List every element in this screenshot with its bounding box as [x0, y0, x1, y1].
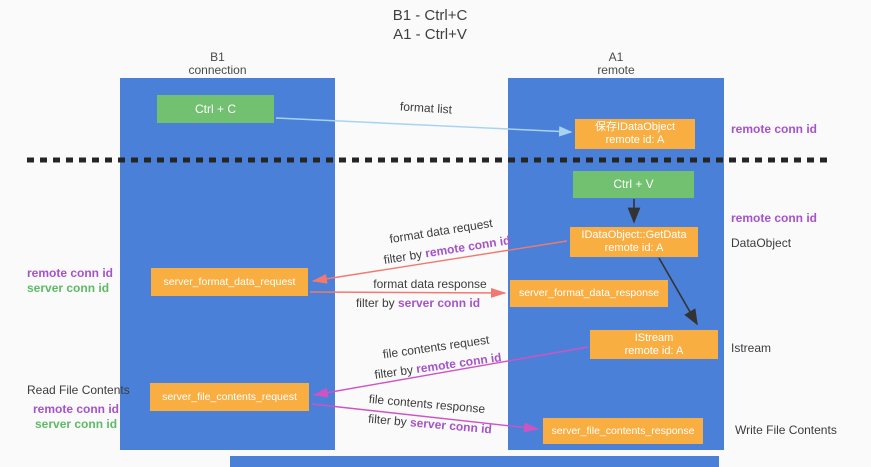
title-line-1: B1 - Ctrl+C: [392, 7, 468, 24]
ctrl-c-label: Ctrl + C: [194, 101, 236, 116]
server-file-contents-request-node: server_file_contents_request: [150, 383, 309, 411]
left-remote-conn-id-bottom: remote conn id: [33, 402, 120, 416]
getdata-line1: IDataObject::GetData: [581, 229, 687, 241]
lane-b1-name: B1: [210, 50, 225, 64]
server-file-contents-response-node: server_file_contents_response: [543, 418, 703, 444]
diagram-title: B1 - Ctrl+C A1 - Ctrl+V: [330, 6, 530, 44]
server-file-contents-response-label: server_file_contents_response: [551, 424, 695, 437]
write-file-contents-label: Write File Contents: [735, 423, 837, 437]
format-data-response-label: format data response: [373, 277, 487, 291]
format-data-response-arrow: [309, 288, 507, 298]
filter-by-text: filter by: [382, 246, 427, 267]
ctrl-v-node: Ctrl + V: [573, 171, 694, 198]
server-format-data-response-node: server_format_data_response: [510, 280, 668, 307]
title-line-2: A1 - Ctrl+V: [393, 26, 467, 43]
ctrl-c-node: Ctrl + C: [157, 95, 274, 123]
dataobject-label: DataObject: [731, 236, 792, 250]
istream-side-label: Istream: [731, 341, 772, 355]
read-file-contents-label: Read File Contents: [27, 383, 130, 397]
filter-key-text: server conn id: [409, 415, 493, 437]
filter-by-text: filter by: [355, 296, 398, 310]
left-remote-conn-id-mid: remote conn id: [27, 266, 114, 280]
istream-line2: remote id: A: [624, 344, 684, 357]
getdata-node: IDataObject::GetData remote id: A: [570, 227, 698, 257]
istream-node: IStream remote id: A: [590, 330, 718, 359]
lane-a1-role: remote: [597, 63, 635, 77]
save-dataobject-node: 保存IDataObject remote id: A: [575, 119, 695, 149]
filter-by-text: filter by: [367, 411, 411, 430]
getdata-line2: remote id: A: [604, 242, 664, 254]
lane-b1-role: connection: [188, 63, 247, 77]
istream-line1: IStream: [634, 331, 674, 344]
right-remote-conn-id-top: remote conn id: [731, 122, 818, 136]
left-server-conn-id-mid: server conn id: [27, 281, 110, 295]
right-remote-conn-id-mid: remote conn id: [731, 211, 818, 225]
format-list-label: format list: [399, 99, 453, 117]
save-dataobject-line1: 保存IDataObject: [594, 121, 676, 133]
lane-a1-name: A1: [608, 50, 624, 64]
ctrl-v-label: Ctrl + V: [613, 177, 654, 191]
filter-key-text: server conn id: [397, 296, 481, 310]
file-contents-response-filter-label: filter by server conn id: [368, 412, 493, 437]
bottom-partial-box: [230, 456, 719, 467]
server-file-contents-request-label: server_file_contents_request: [162, 390, 297, 403]
filter-by-text: filter by: [373, 362, 418, 382]
save-dataobject-line2: remote id: A: [605, 134, 665, 146]
left-server-conn-id-bottom: server conn id: [35, 417, 118, 431]
lane-header-a1: A1 remote: [508, 51, 724, 77]
format-data-response-filter-label: filter by server conn id: [356, 296, 480, 310]
lane-header-b1: B1 connection: [120, 51, 315, 77]
server-format-data-response-label: server_format_data_response: [518, 287, 660, 299]
server-format-data-request-label: server_format_data_request: [163, 275, 296, 288]
server-format-data-request-node: server_format_data_request: [151, 268, 308, 296]
